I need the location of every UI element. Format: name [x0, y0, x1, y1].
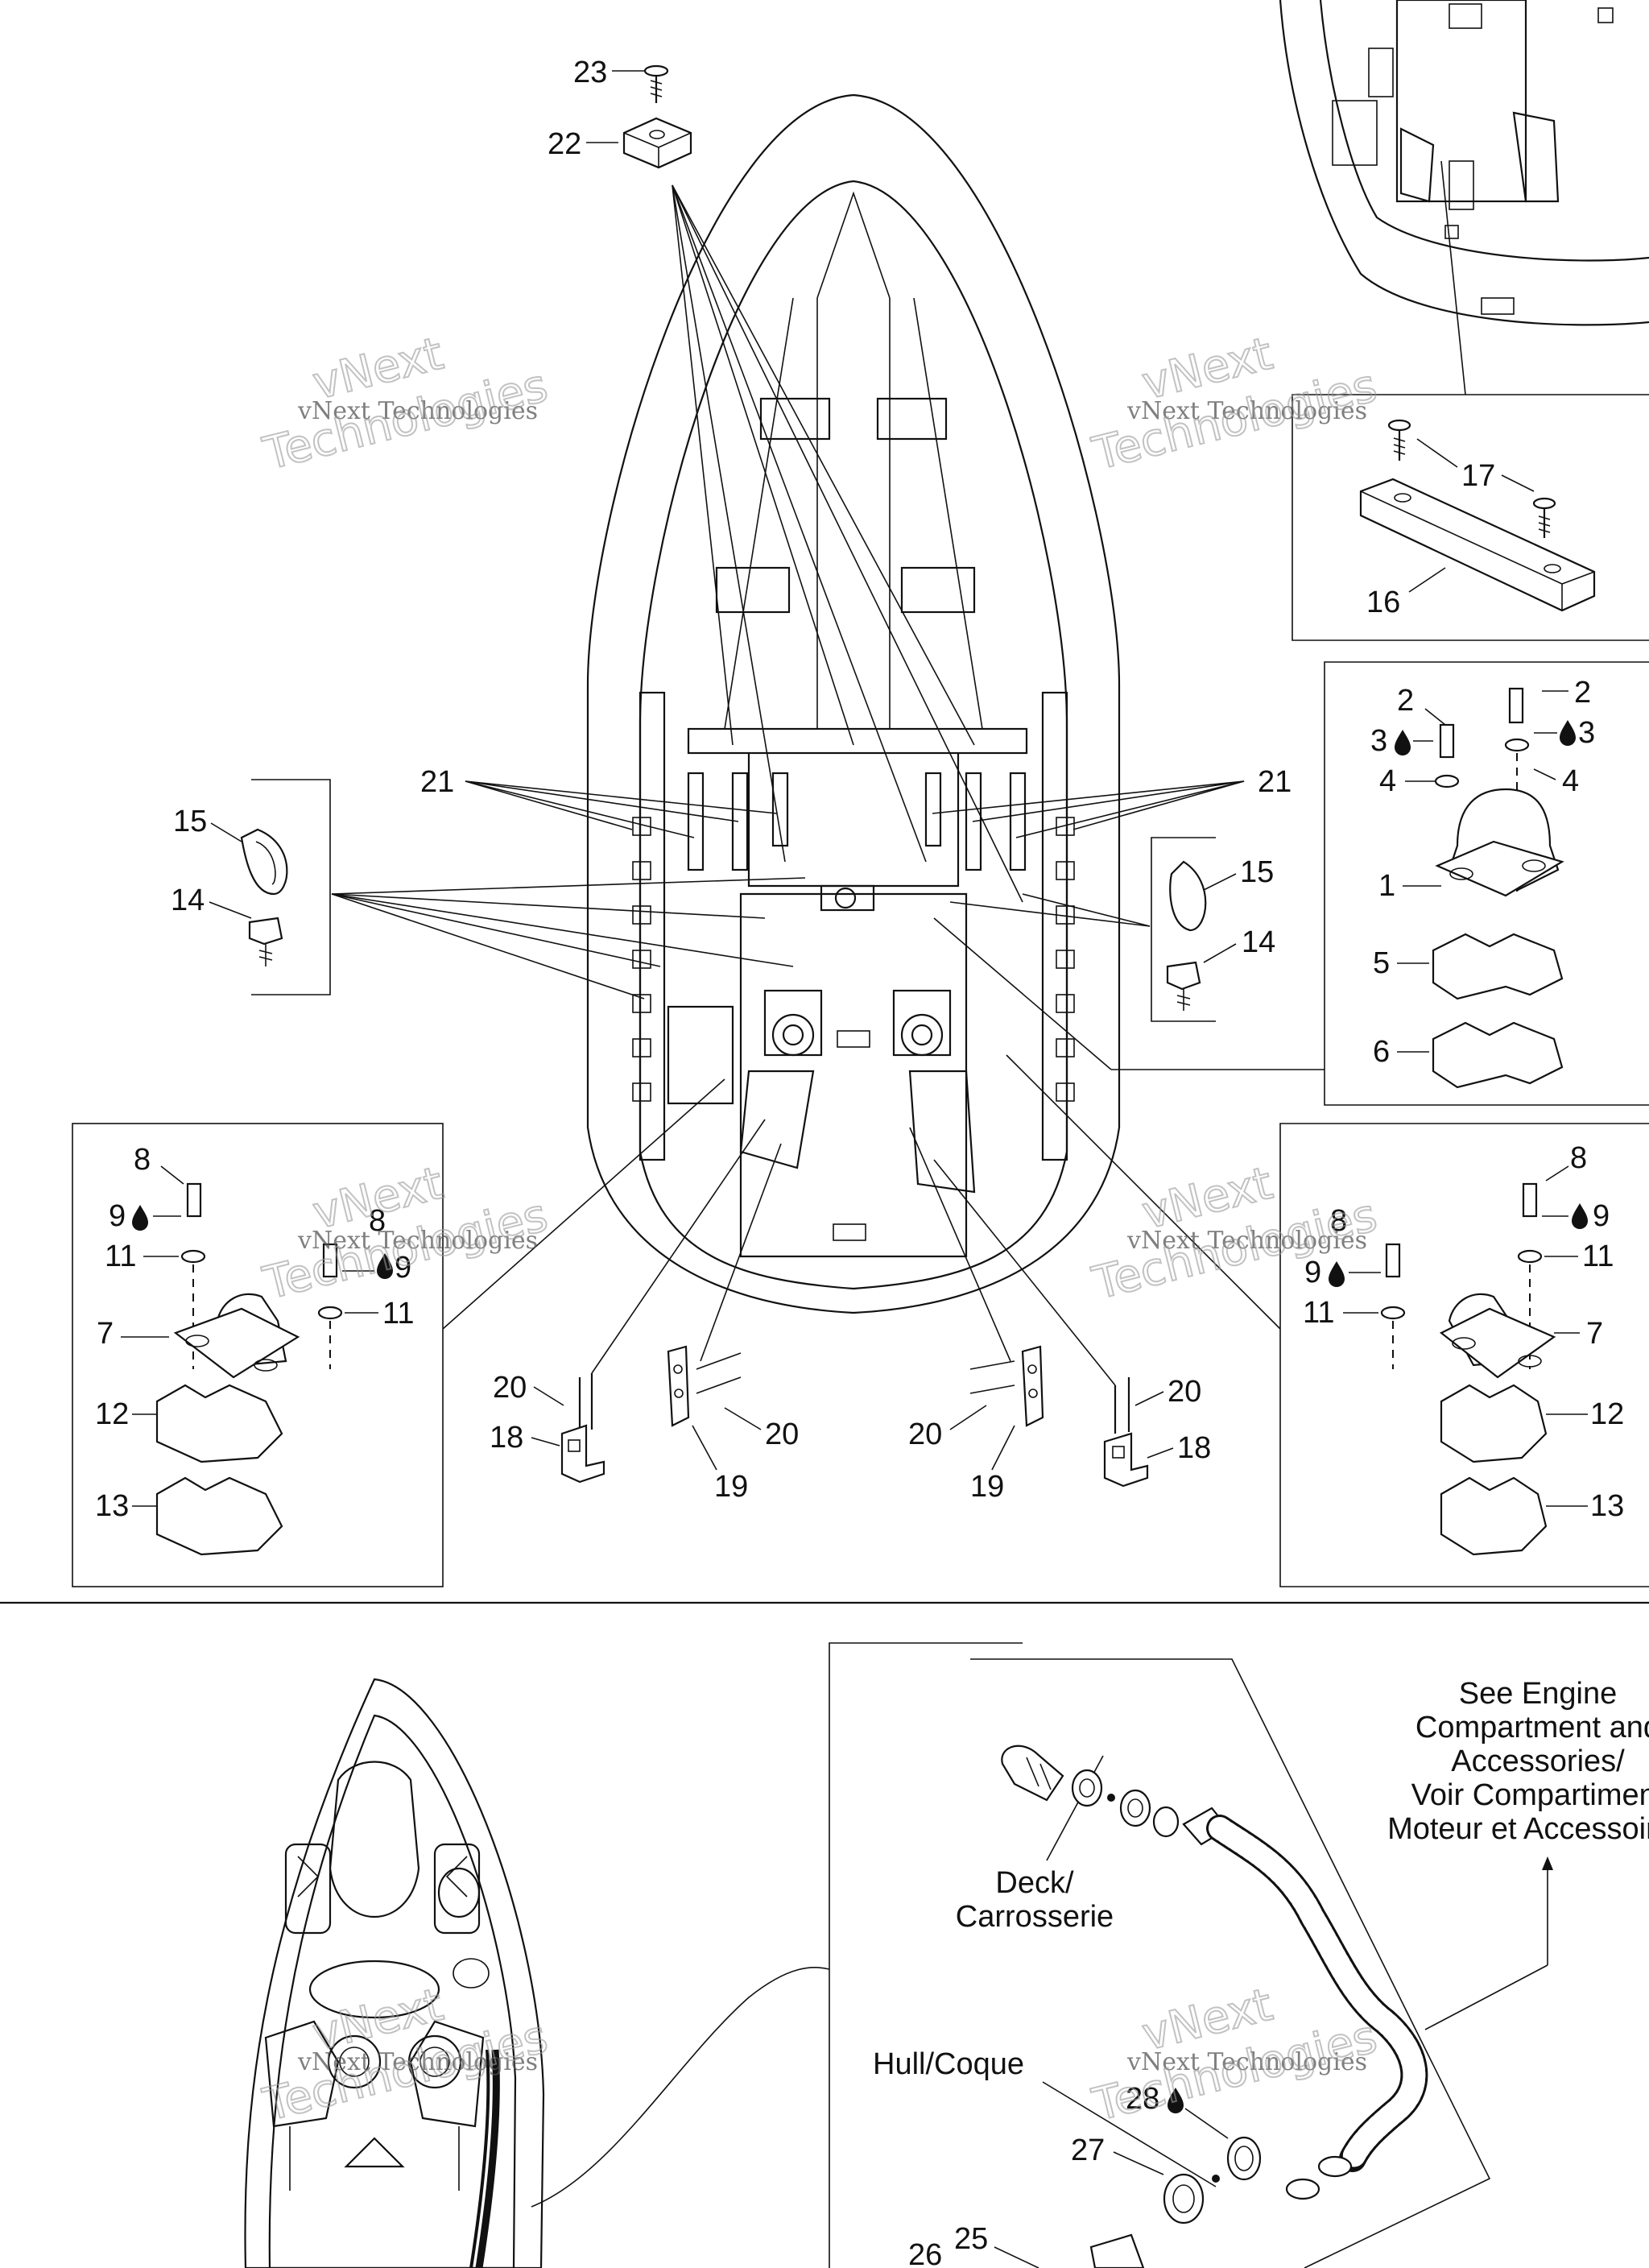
hull-top-view	[586, 93, 1121, 1314]
callout-9-right-a: 9	[1593, 1199, 1610, 1233]
see-note-line1: See Engine	[1459, 1677, 1618, 1711]
watermark-5: vNext vNext Technologies Technologies	[258, 1978, 554, 2133]
leader-lines-22	[672, 184, 1023, 903]
callout-8-right-b: 8	[1330, 1204, 1347, 1238]
callout-19-left: 19	[714, 1470, 748, 1504]
watermark-2: vNext vNext Technologies Technologies	[1087, 327, 1383, 482]
callout-9-left-a: 9	[109, 1199, 126, 1233]
callout-8-left-a: 8	[134, 1143, 151, 1177]
svg-text:vNext Technologies: vNext Technologies	[297, 2048, 538, 2076]
callout-2-left: 2	[1397, 684, 1414, 718]
bracket-group-left: 20 18 20 19	[490, 1119, 799, 1504]
part-16-17-inset: 17 16	[1292, 394, 1649, 641]
callout-15-left: 15	[173, 805, 207, 838]
callout-4-right: 4	[1562, 764, 1579, 798]
motor-mount-inset-front: 2 3 4 2 3 4 1 5 6	[933, 661, 1649, 1106]
svg-text:vNext Technologies: vNext Technologies	[1126, 397, 1367, 425]
callout-13-right: 13	[1590, 1489, 1624, 1523]
callout-14-right: 14	[1242, 925, 1275, 959]
callout-21-right: 21	[1258, 765, 1292, 799]
side-rail-slots-left	[632, 817, 651, 1102]
side-rail-slots-right	[1056, 817, 1075, 1102]
motor-mount-front-left	[739, 989, 823, 1169]
callout-7-right: 7	[1586, 1317, 1603, 1351]
see-note-line5: Moteur et Accessoires	[1387, 1812, 1649, 1846]
callout-25: 25	[954, 2222, 988, 2256]
bracket-group-right: 20 19 20 18	[908, 1127, 1211, 1504]
callout-11-left-b: 11	[382, 1297, 414, 1331]
callout-11-left-a: 11	[105, 1240, 136, 1273]
callout-14-left: 14	[171, 884, 205, 917]
callout-26: 26	[908, 2238, 942, 2268]
leader-lines-21	[465, 780, 1245, 838]
watermark-3: vNext vNext Technologies Technologies	[258, 1157, 554, 1311]
callout-11-right-a: 11	[1582, 1240, 1614, 1273]
callout-15-right: 15	[1240, 855, 1274, 889]
motor-mount-inset-rear-right: 8 9 11 8 9 11 7 12 13	[1006, 1054, 1649, 1587]
tie-clamp-group-right: 15 14	[949, 837, 1275, 1022]
callout-11-right-b: 11	[1303, 1296, 1334, 1330]
callout-22: 22	[548, 127, 581, 161]
callout-5: 5	[1373, 946, 1390, 980]
watermark-4: vNext vNext Technologies Technologies	[1087, 1157, 1383, 1311]
deck-label-line1: Deck/	[995, 1866, 1074, 1900]
callout-27: 27	[1071, 2133, 1105, 2167]
svg-text:vNext Technologies: vNext Technologies	[297, 397, 538, 425]
vent-hose-inset: Deck/ Carrosserie Hull/Coque See Engine …	[829, 1642, 1649, 2268]
callout-17: 17	[1461, 459, 1495, 493]
motor-mount-front-right	[892, 989, 976, 1194]
see-engine-note: See Engine Compartment and Accessories/ …	[1387, 1677, 1649, 1846]
motor-mount-inset-rear-left: 8 9 11 8 9 11 7 12 13	[72, 1078, 725, 1587]
deck-label-line2: Carrosserie	[956, 1900, 1114, 1934]
callout-28: 28	[1126, 2082, 1159, 2116]
hull-label: Hull/Coque	[873, 2047, 1024, 2081]
tie-clamp-group-left: 15 14	[171, 779, 806, 999]
callout-9-left-b: 9	[395, 1251, 411, 1285]
callout-18-right: 18	[1177, 1431, 1211, 1465]
watermark-1: vNext vNext Technologies Technologies	[258, 327, 554, 482]
callout-18-left: 18	[490, 1421, 523, 1455]
see-note-line2: Compartment and	[1415, 1711, 1649, 1744]
deck-top-view	[244, 1678, 830, 2268]
callout-20-left-a: 20	[493, 1371, 527, 1405]
callout-12-left: 12	[95, 1397, 129, 1431]
callout-6: 6	[1373, 1035, 1390, 1069]
callout-19-right: 19	[970, 1470, 1004, 1504]
deck-detail-inset	[1279, 0, 1649, 395]
callout-3-left: 3	[1370, 724, 1387, 758]
callout-20-left-b: 20	[765, 1418, 799, 1451]
callout-2-right: 2	[1574, 676, 1591, 710]
svg-text:vNext Technologies: vNext Technologies	[1126, 2048, 1367, 2076]
svg-text:vNext Technologies: vNext Technologies	[297, 1227, 538, 1255]
callout-12-right: 12	[1590, 1397, 1624, 1431]
callout-23: 23	[573, 56, 607, 89]
callout-20-right-a: 20	[908, 1418, 942, 1451]
callout-20-right-b: 20	[1168, 1375, 1201, 1409]
callout-8-left-b: 8	[369, 1204, 386, 1238]
callout-21-left: 21	[420, 765, 454, 799]
callout-8-right-a: 8	[1570, 1141, 1587, 1175]
callout-13-left: 13	[95, 1489, 129, 1523]
svg-text:vNext Technologies: vNext Technologies	[1126, 1227, 1367, 1255]
callout-1: 1	[1378, 869, 1395, 903]
see-note-line3: Accessories/	[1451, 1744, 1625, 1778]
callout-3-right: 3	[1578, 716, 1595, 750]
callout-16: 16	[1366, 586, 1400, 619]
callout-4-left: 4	[1379, 764, 1396, 798]
anode-block: 23 22	[548, 56, 692, 169]
callout-7-left: 7	[97, 1317, 114, 1351]
see-note-line4: Voir Compartiment	[1411, 1778, 1649, 1812]
callout-9-right-b: 9	[1304, 1256, 1321, 1289]
